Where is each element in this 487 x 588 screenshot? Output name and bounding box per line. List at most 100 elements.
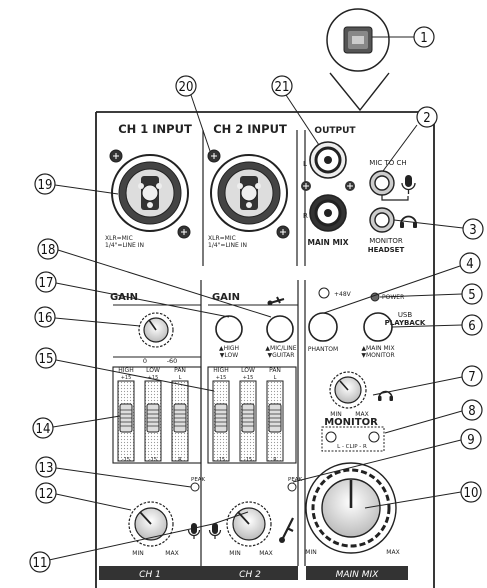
callout-12: 12 [35, 482, 57, 504]
headphones-icon-2 [378, 390, 393, 401]
pan-r-b: R [273, 457, 277, 463]
callout-16: 16 [34, 306, 56, 328]
main-min-label: MIN [305, 549, 316, 556]
low-sel-label: ▼LOW [220, 352, 238, 359]
main-mix-strip-label: MAIN MIX [336, 570, 380, 580]
out-r-label: R [303, 212, 308, 220]
clip-leds [321, 426, 385, 452]
p15-b: +15 [148, 375, 159, 381]
svg-text:16: 16 [38, 311, 53, 326]
svg-text:4: 4 [466, 257, 473, 272]
gain1-label: GAIN [110, 292, 138, 303]
svg-text:15: 15 [39, 352, 54, 367]
svg-text:12: 12 [39, 487, 54, 502]
pan-l-b: L [274, 375, 277, 381]
p48v-label: +48V [334, 291, 352, 298]
callouts: 1 2 3 4 5 6 7 8 9 10 11 12 13 14 15 16 1… [29, 26, 484, 573]
gain-range-hi: -60 [167, 357, 178, 365]
svg-text:2: 2 [423, 111, 430, 126]
svg-text:18: 18 [41, 243, 56, 258]
pan-l-a: L [179, 375, 182, 381]
high-label: HIGH [118, 367, 133, 374]
p15-a: +15 [121, 375, 132, 381]
usb-playback-label-2: PLAYBACK [385, 319, 426, 327]
screw-icons [301, 181, 355, 191]
ch2-eq-faders[interactable] [207, 366, 297, 464]
monitor-label: MONITOR [324, 417, 378, 428]
callout-6: 6 [461, 314, 483, 336]
m15-a: -15 [122, 457, 130, 463]
svg-text:3: 3 [469, 223, 476, 238]
output-label: OUTPUT [314, 126, 356, 136]
low2-label: LOW [241, 367, 255, 374]
usb-playback-button[interactable] [363, 312, 393, 342]
xlr-mic-2-label: XLR=MIC [208, 235, 236, 242]
monitor-level-knob[interactable] [329, 371, 367, 409]
max1-label: MAX [165, 550, 178, 557]
svg-text:19: 19 [38, 178, 53, 193]
usb-playback-label-1: USB [398, 311, 413, 319]
callout-19: 19 [34, 173, 56, 195]
main-mix-sel-label: ▲MAIN MIX [361, 345, 394, 352]
power-label: POWER [382, 294, 404, 301]
mon-max-label: MAX [355, 411, 368, 418]
callout-7: 7 [461, 365, 483, 387]
mic-to-ch-label: MIC TO CH [369, 159, 406, 167]
ch1-combo-jack[interactable] [109, 149, 191, 239]
line-in-1-label: 1/4"=LINE IN [105, 242, 144, 249]
callout-3: 3 [462, 218, 484, 240]
mic-icon [401, 175, 416, 194]
callout-10: 10 [460, 481, 482, 503]
min1-label: MIN [132, 550, 143, 557]
monitor-headset-label-1: MONITOR [369, 237, 403, 245]
ch2-combo-jack[interactable] [207, 149, 290, 239]
labels: CH 1 INPUT CH 2 INPUT OUTPUT MIC TO CH X… [105, 122, 426, 580]
xlr-mic-1-label: XLR=MIC [105, 235, 133, 242]
callout-5: 5 [461, 283, 483, 305]
phantom-button[interactable] [308, 312, 338, 342]
callout-11: 11 [29, 551, 51, 573]
monitor-headset-label-2: HEADSET [368, 246, 405, 254]
ch1-level-knob[interactable] [128, 501, 174, 547]
line-in-2-label: 1/4"=LINE IN [208, 242, 247, 249]
ch1-gain-knob[interactable] [138, 312, 174, 348]
callout-13: 13 [35, 456, 57, 478]
rca-output-l[interactable] [309, 141, 347, 179]
guitar-icon [279, 517, 294, 543]
svg-text:1: 1 [420, 31, 427, 46]
mon-min-label: MIN [330, 411, 341, 418]
callout-18: 18 [37, 238, 59, 260]
main-mix-strip-bar [306, 566, 408, 580]
leader-lines [48, 36, 464, 561]
ch2-high-low-button[interactable] [215, 315, 243, 343]
rca-output-r[interactable] [309, 194, 347, 232]
pan-r-a: R [178, 457, 182, 463]
phantom-led [318, 287, 330, 299]
callout-14: 14 [32, 417, 54, 439]
svg-text:6: 6 [468, 319, 475, 334]
mic-to-ch-jack[interactable] [369, 170, 395, 196]
svg-text:17: 17 [39, 276, 54, 291]
pan-label: PAN [174, 367, 186, 374]
gain-range-lo: 0 [143, 357, 147, 365]
callout-1: 1 [413, 26, 435, 48]
gain2-label: GAIN [212, 292, 240, 303]
ch2-level-knob[interactable] [226, 501, 272, 547]
callout-8: 8 [461, 399, 483, 421]
m15-b: -15 [149, 457, 157, 463]
ch2-mic-line-guitar-button[interactable] [266, 315, 294, 343]
ch2-strip-label: CH 2 [239, 570, 261, 580]
ch1-eq-faders[interactable] [112, 366, 202, 464]
main-mix-out-label: MAIN MIX [308, 238, 349, 247]
ch2-peak-led [287, 482, 297, 492]
svg-text:5: 5 [468, 288, 475, 303]
headset-jack[interactable] [369, 207, 395, 233]
main-mix-knob[interactable] [305, 462, 397, 554]
monitor-sel-label: ▼MONITOR [361, 352, 394, 359]
svg-text:21: 21 [275, 80, 290, 95]
ch1-strip-label: CH 1 [139, 570, 161, 580]
callout-2: 2 [416, 106, 438, 128]
ch2-input-label: CH 2 INPUT [213, 122, 287, 136]
guitar-icon-top [267, 296, 285, 306]
